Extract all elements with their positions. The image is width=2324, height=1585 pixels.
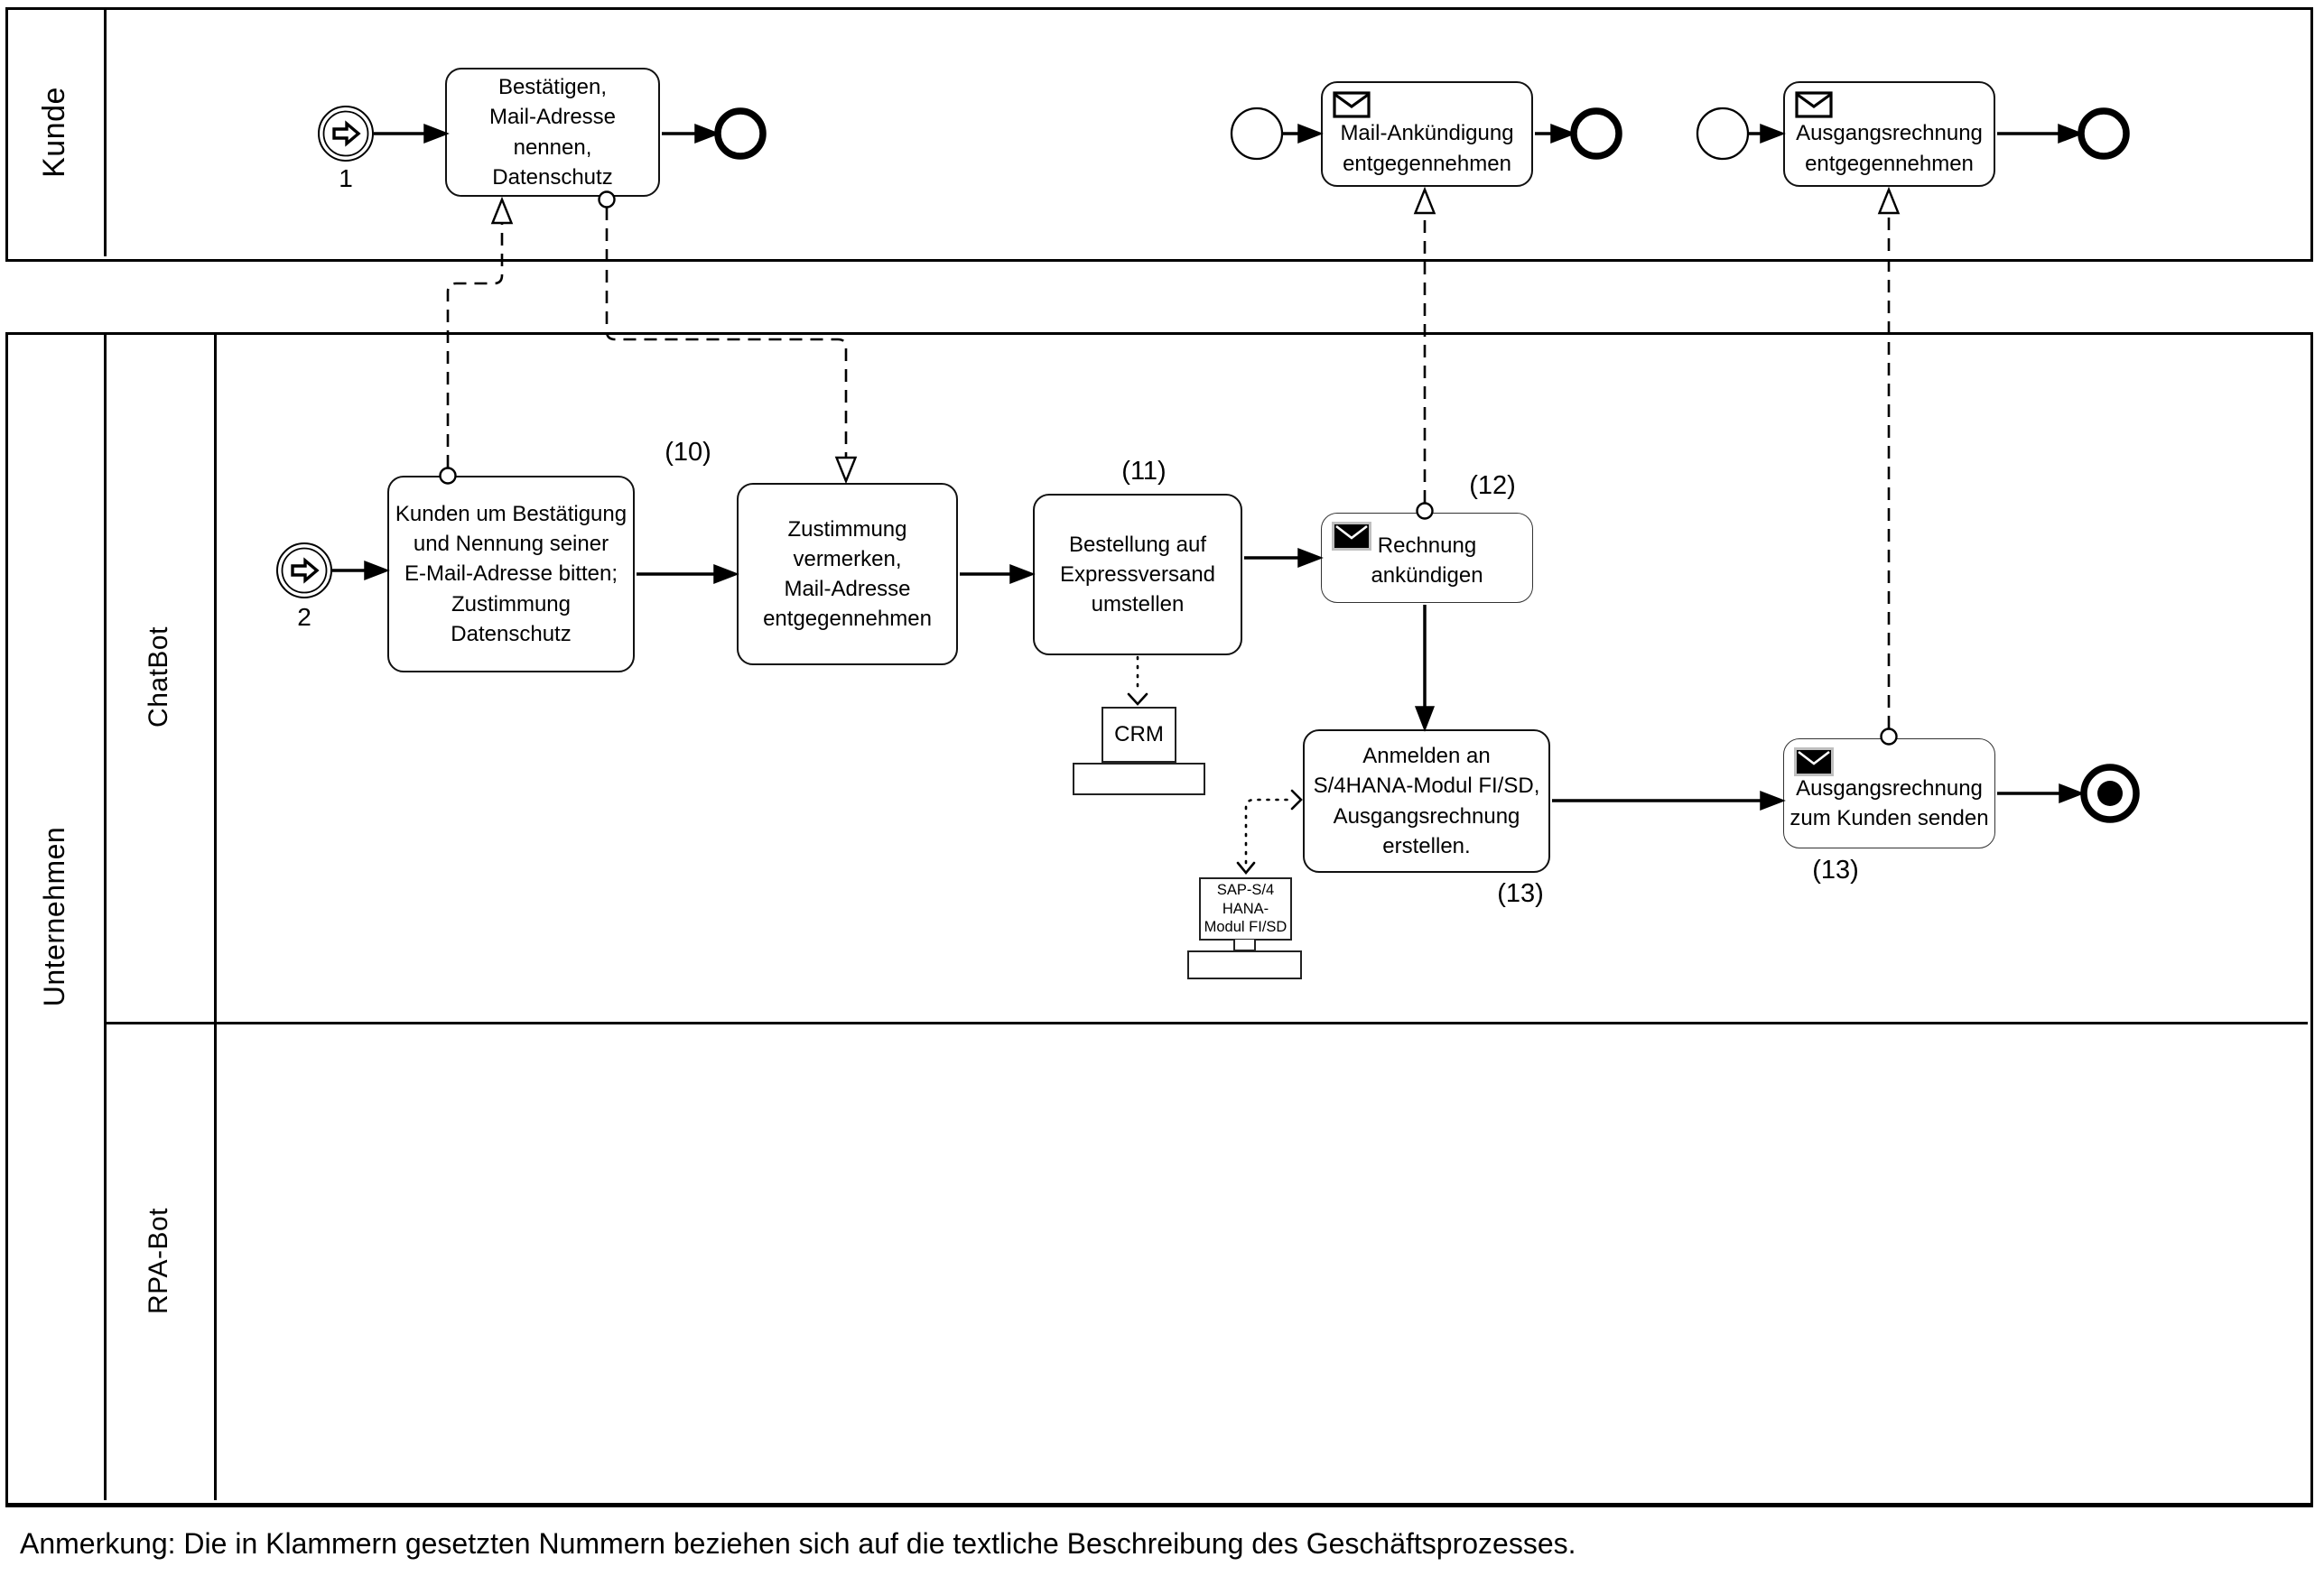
seq-arrowhead	[423, 123, 450, 144]
task-kunden-bitten: Kunden um Bestätigung und Nennung seiner…	[387, 476, 635, 672]
message-flow-open-arrowhead	[834, 456, 858, 485]
task-ausgangsrechnung-senden-label: Ausgangsrechnung zum Kunden senden	[1789, 775, 1989, 830]
message-flows	[446, 208, 1891, 728]
association-arrowhead-down	[1127, 692, 1148, 706]
end-event-2	[1570, 107, 1622, 160]
message-flow-chatbot-to-kunde	[446, 224, 504, 468]
task-bestaetigen-label: Bestätigen, Mail-Adresse nennen, Datensc…	[488, 75, 617, 190]
link-arrow-icon	[291, 557, 320, 584]
chatbot-rpabot-divider	[104, 1022, 2308, 1024]
unternehmen-label-divider	[104, 332, 107, 1500]
crm-system-base	[1073, 763, 1205, 795]
message-envelope-outline-icon	[1795, 91, 1833, 118]
task-zustimmung-vermerken: Zustimmung vermerken, Mail-Adresse entge…	[737, 483, 958, 665]
task-bestellung-umstellen: Bestellung auf Expressversand umstellen	[1033, 494, 1242, 655]
annotation-11: (11)	[1121, 457, 1167, 486]
seq-arrowhead	[1297, 123, 1324, 144]
terminate-end-event	[2080, 764, 2140, 823]
seq-arrowhead	[2059, 783, 2085, 804]
crm-system-icon: CRM	[1102, 707, 1176, 763]
annotation-13-a: (13)	[1497, 879, 1544, 908]
seq-arrowhead	[694, 123, 720, 144]
data-associations	[1136, 655, 1291, 865]
seq-arrowhead	[2058, 123, 2084, 144]
association-sap-task	[1244, 798, 1291, 865]
kunde-label-divider	[104, 7, 107, 256]
association-arrowhead-down	[1236, 861, 1256, 876]
annotation-13-b: (13)	[1812, 856, 1859, 885]
message-flow-open-arrowhead	[1877, 186, 1901, 215]
task-anmelden-s4hana: Anmelden an S/4HANA-Modul FI/SD, Ausgang…	[1303, 729, 1550, 873]
task-ausgangsrechnung-entgegennehmen: Ausgangsrechnung entgegennehmen	[1783, 81, 1995, 187]
lane-label-divider	[214, 332, 217, 1500]
end-event-1	[714, 107, 767, 160]
association-arrowhead-right	[1290, 789, 1303, 811]
start-event-1-label: 1	[339, 164, 353, 192]
task-rechnung-ankuendigen-label: Rechnung ankündigen	[1371, 533, 1483, 588]
end-event-3	[2078, 107, 2130, 160]
association-arrowheads	[1127, 692, 1303, 876]
message-flow-source-dot	[439, 467, 457, 485]
task-kunden-bitten-label: Kunden um Bestätigung und Nennung seiner…	[395, 502, 627, 646]
annotation-10: (10)	[665, 438, 711, 467]
task-rechnung-ankuendigen: Rechnung ankündigen	[1321, 513, 1533, 603]
pool-kunde	[5, 7, 2313, 262]
seq-arrowhead	[1760, 790, 1786, 811]
link-arrow-icon	[332, 120, 361, 147]
start-event-ausgangsrechnung	[1696, 107, 1750, 161]
task-bestellung-umstellen-label: Bestellung auf Expressversand umstellen	[1059, 532, 1216, 617]
message-envelope-filled-icon	[1332, 522, 1371, 551]
task-bestaetigen: Bestätigen, Mail-Adresse nennen, Datensc…	[445, 68, 660, 197]
annotation-12: (12)	[1469, 471, 1516, 500]
seq-arrowhead	[364, 560, 390, 581]
footer-note: Anmerkung: Die in Klammern gesetzten Num…	[20, 1527, 1576, 1560]
start-event-mail-ankuendigung	[1230, 107, 1284, 161]
start-event-2-label: 2	[297, 603, 311, 631]
message-flow-endpoints	[439, 186, 1901, 746]
seq-arrowhead	[1550, 123, 1576, 144]
pool-unternehmen	[5, 332, 2313, 1507]
task-mail-ankuendigung-label: Mail-Ankündigung entgegennehmen	[1340, 121, 1514, 176]
seq-arrowhead	[1297, 547, 1324, 569]
sap-system-base	[1187, 950, 1302, 979]
message-envelope-outline-icon	[1333, 91, 1371, 118]
message-flow-open-arrowhead	[1413, 186, 1436, 215]
sap-label: SAP-S/4 HANA- Modul FI/SD	[1204, 882, 1287, 936]
start-event-2	[276, 542, 332, 598]
seq-arrowhead	[713, 563, 739, 585]
task-anmelden-s4hana-label: Anmelden an S/4HANA-Modul FI/SD, Ausgang…	[1313, 744, 1540, 858]
message-flow-open-arrowhead	[490, 196, 514, 225]
task-zustimmung-vermerken-label: Zustimmung vermerken, Mail-Adresse entge…	[763, 516, 932, 632]
crm-label: CRM	[1114, 722, 1164, 746]
seq-arrowhead	[1414, 706, 1436, 732]
sequence-flows	[332, 123, 2085, 811]
seq-arrowhead	[1009, 563, 1036, 585]
message-flow-source-dot	[598, 190, 616, 209]
message-envelope-filled-icon	[1794, 747, 1834, 776]
seq-arrowhead	[1760, 123, 1786, 144]
start-event-1	[318, 106, 374, 162]
message-flow-source-dot	[1416, 502, 1434, 520]
message-flow-source-dot	[1880, 728, 1898, 746]
task-ausgangsrechnung-entgegennehmen-label: Ausgangsrechnung entgegennehmen	[1796, 121, 1983, 176]
message-flow-kunde-to-chatbot	[605, 208, 848, 457]
